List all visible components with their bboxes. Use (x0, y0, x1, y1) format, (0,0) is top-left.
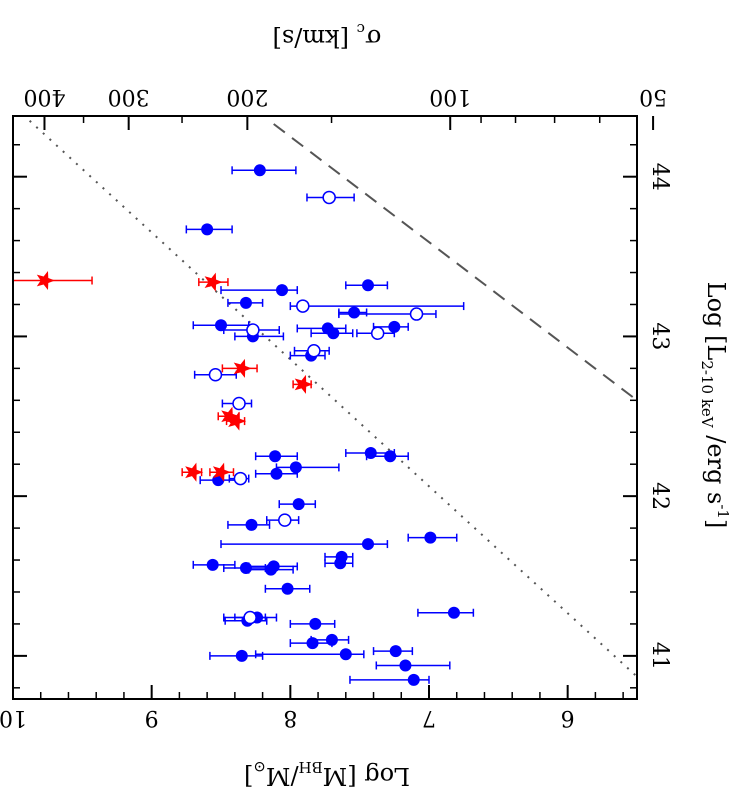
filled-circle-marker (384, 450, 397, 463)
filled-circle-marker (309, 617, 322, 630)
top-axis-title-main: σ (365, 24, 381, 52)
data-points (36, 164, 460, 686)
filled-circle-marker (253, 164, 266, 177)
filled-circle-marker (269, 450, 282, 463)
x-axis-title: Log [L2-10 keV /erg s-1] (698, 282, 732, 529)
mass-tick-label: 10 (0, 705, 27, 730)
star-marker (228, 411, 247, 431)
filled-circle-marker (361, 538, 374, 551)
filled-circle-marker (289, 461, 302, 474)
filled-circle-marker (306, 637, 319, 650)
filled-circle-marker (276, 284, 289, 297)
x-axis-title-mid: /erg s (702, 428, 730, 505)
filled-circle-marker (201, 223, 214, 236)
filled-circle-marker (206, 558, 219, 571)
mass-tick-label: 7 (422, 705, 436, 730)
filled-circle-marker (361, 279, 374, 292)
error-bars (12, 166, 475, 684)
filled-circle-marker (235, 649, 248, 662)
filled-circle-marker (399, 659, 412, 672)
filled-circle-marker (364, 447, 377, 460)
mass-tick-label: 9 (145, 705, 159, 730)
open-circle-marker (370, 326, 385, 340)
filled-circle-marker (389, 645, 402, 658)
y-axis-title-mid: /M (266, 762, 299, 790)
open-circle-marker (232, 396, 246, 411)
top-axis-title: σc [km/s] (273, 20, 382, 52)
dotted-relation-line (28, 120, 637, 678)
filled-circle-marker (424, 531, 437, 544)
sigma-tick-label: 50 (639, 84, 667, 109)
filled-circle-marker (327, 327, 340, 340)
sigma-tick-label: 200 (226, 84, 268, 109)
star-marker (294, 374, 313, 394)
x-axis-title-sub: 2-10 keV (698, 360, 716, 428)
y-axis-title-main: Log [M (323, 762, 410, 790)
dashed-relation-line (273, 123, 637, 402)
star-marker (233, 358, 252, 378)
x-axis-title-main: Log [L (702, 282, 730, 361)
star-marker (36, 271, 55, 291)
filled-circle-marker (447, 606, 460, 619)
open-circle-marker (243, 610, 257, 625)
x-axis-title-sup: -1 (714, 504, 732, 519)
lum-tick-label: 41 (647, 642, 672, 670)
y-axis-title-end: ] (244, 762, 253, 790)
open-circle-marker (278, 513, 292, 527)
lum-tick-label: 42 (647, 482, 672, 510)
filled-circle-marker (292, 498, 305, 511)
star-marker (204, 272, 223, 292)
sigma-tick-label: 400 (23, 84, 65, 109)
filled-circle-marker (215, 319, 227, 332)
axis-ticks: 6789104142434450040030020010050 (0, 84, 672, 730)
reference-lines (28, 120, 637, 678)
star-marker (185, 462, 204, 482)
y-axis-title-sub: BH (299, 758, 323, 776)
star-marker (212, 462, 231, 482)
open-circle-marker (307, 344, 321, 358)
plot-frame (12, 115, 638, 700)
filled-circle-marker (339, 648, 352, 661)
lum-tick-label: 43 (647, 322, 672, 350)
filled-circle-marker (407, 673, 420, 686)
sigma-tick-label: 300 (108, 84, 150, 109)
filled-circle-marker (270, 467, 283, 480)
open-circle-marker (409, 307, 424, 321)
lum-tick-label: 44 (647, 163, 672, 191)
x-axis-title-end: ] (702, 519, 730, 528)
filled-circle-marker (334, 557, 347, 570)
filled-circle-marker (239, 296, 252, 309)
mass-tick-label: 8 (283, 705, 297, 730)
top-axis-title-end: [km/s] (273, 24, 357, 52)
open-circle-marker (233, 471, 248, 486)
y-axis-title-sym: ⊙ (253, 758, 266, 776)
filled-circle-marker (388, 320, 401, 333)
top-axis-title-sub: c (357, 20, 365, 38)
open-circle-marker (322, 190, 336, 205)
open-circle-marker (296, 299, 310, 313)
filled-circle-marker (245, 518, 258, 531)
filled-circle-marker (325, 633, 338, 646)
filled-circle-marker (264, 563, 277, 576)
sigma-tick-label: 100 (429, 84, 471, 109)
mass-tick-label: 6 (561, 705, 575, 730)
filled-circle-marker (348, 306, 361, 319)
filled-circle-marker (239, 562, 252, 575)
filled-circle-marker (281, 582, 294, 595)
y-axis-title: Log [MBH/M⊙] (244, 758, 410, 790)
open-circle-marker (246, 323, 260, 337)
open-circle-marker (208, 368, 223, 382)
